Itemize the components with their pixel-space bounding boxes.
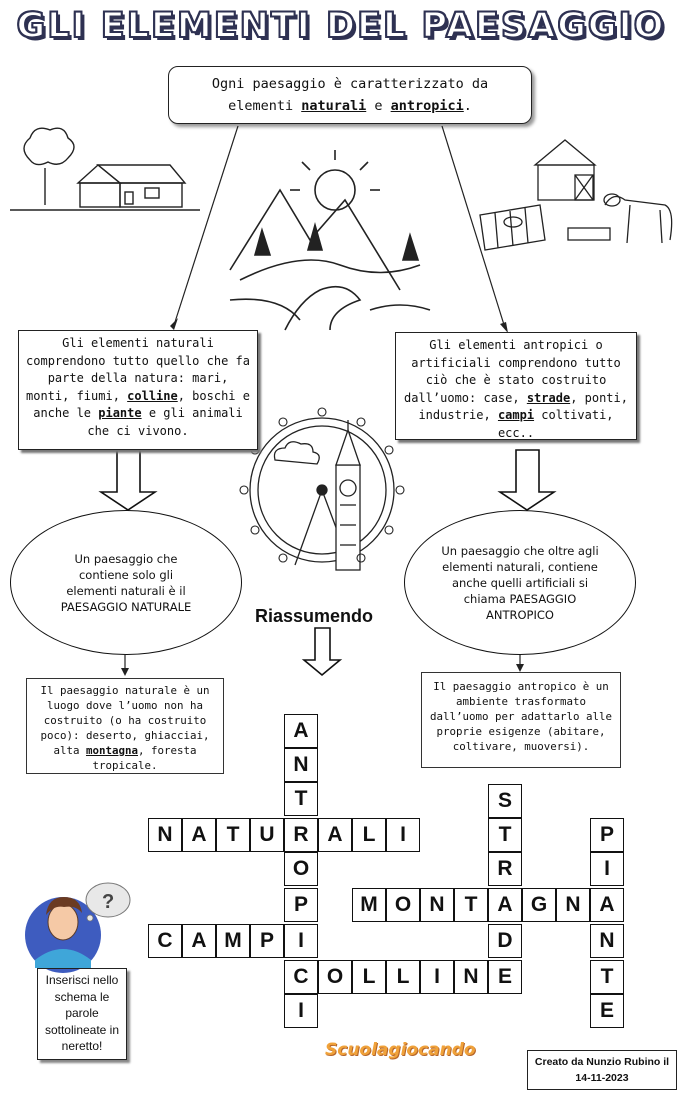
antropici-card: Gli elementi antropici o artificiali com… bbox=[395, 332, 637, 440]
crossword-cell: A bbox=[182, 818, 216, 852]
down-arrow-left bbox=[98, 449, 158, 511]
scuolagiocando-logo: Scuolagiocando bbox=[325, 1040, 476, 1060]
crossword-cell: A bbox=[590, 888, 624, 922]
intro-line2: elementi naturali e antropici. bbox=[169, 95, 531, 117]
crossword-cell: I bbox=[590, 852, 624, 886]
down-arrow-riassumendo bbox=[301, 627, 343, 677]
antropici-text-1: Gli elementi antropici o artificiali com… bbox=[404, 338, 621, 405]
intro-and: e bbox=[366, 98, 391, 114]
crossword-cell: I bbox=[284, 994, 318, 1028]
crossword-cell: L bbox=[352, 818, 386, 852]
credit-line1: Creato da Nunzio Rubino il bbox=[534, 1056, 670, 1068]
crossword-cell: C bbox=[148, 924, 182, 958]
word-antropici: antropici bbox=[390, 98, 464, 114]
word-naturali: naturali bbox=[301, 98, 367, 114]
crossword-cell: T bbox=[488, 818, 522, 852]
intro-box: Ogni paesaggio è caratterizzato da eleme… bbox=[168, 66, 532, 124]
crossword-cell: P bbox=[590, 818, 624, 852]
crossword-cell: M bbox=[352, 888, 386, 922]
credit-box: Creato da Nunzio Rubino il 14-11-2023 bbox=[527, 1050, 677, 1090]
word-campi: campi bbox=[497, 408, 535, 422]
farm-drawing bbox=[479, 139, 673, 251]
word-montagna: montagna bbox=[85, 744, 138, 757]
crossword-cell: M bbox=[216, 924, 250, 958]
riassumendo-heading: Riassumendo bbox=[255, 606, 374, 626]
ellipse-paesaggio-antropico: Un paesaggio che oltre agli elementi nat… bbox=[404, 510, 636, 655]
crossword-cell: S bbox=[488, 784, 522, 818]
page-title: GLI ELEMENTI DEL PAESAGGIO bbox=[16, 5, 666, 47]
crossword-cell: R bbox=[284, 818, 318, 852]
crossword-cell: T bbox=[590, 960, 624, 994]
naturali-text-1: Gli elementi naturali comprendono tutto … bbox=[26, 336, 250, 403]
ferris-wheel-drawing bbox=[249, 417, 395, 571]
crossword-cell: O bbox=[386, 888, 420, 922]
crossword-cell: T bbox=[454, 888, 488, 922]
crossword-cell: O bbox=[284, 852, 318, 886]
summary-antropico: Il paesaggio antropico è un ambiente tra… bbox=[421, 672, 621, 768]
naturali-text-2: , boschi e anche le bbox=[33, 388, 250, 421]
crossword-cell: N bbox=[590, 924, 624, 958]
summary-naturale-text-2: , foresta tropicale. bbox=[92, 744, 197, 772]
crossword-cell: A bbox=[488, 888, 522, 922]
ellipse-paesaggio-naturale: Un paesaggio che contiene solo gli eleme… bbox=[10, 510, 242, 655]
thinking-boy-illustration: ? bbox=[25, 882, 131, 973]
naturali-text-3: e gli animali che ci vivono. bbox=[87, 406, 243, 438]
mountain-landscape-drawing bbox=[229, 150, 431, 331]
antropici-text-2: , ponti, industrie, bbox=[418, 390, 628, 423]
ferris-wheel-cabins bbox=[239, 407, 405, 563]
summary-naturale: Il paesaggio naturale è un luogo dove l’… bbox=[26, 678, 224, 774]
crossword-cell: R bbox=[488, 852, 522, 886]
credit-line2: 14-11-2023 bbox=[575, 1072, 629, 1084]
crossword-cell: E bbox=[488, 960, 522, 994]
crossword-cell: E bbox=[590, 994, 624, 1028]
intro-end: . bbox=[463, 98, 472, 114]
crossword-cell: P bbox=[250, 924, 284, 958]
crossword-cell: O bbox=[318, 960, 352, 994]
crossword-cell: I bbox=[284, 924, 318, 958]
summary-naturale-text-1: Il paesaggio naturale è un luogo dove l’… bbox=[40, 684, 210, 757]
antropici-text-3: coltivati, ecc.. bbox=[497, 408, 614, 440]
intro-prefix: elementi bbox=[228, 98, 302, 114]
crossword-cell: A bbox=[182, 924, 216, 958]
crossword-cell: I bbox=[420, 960, 454, 994]
crossword-cell: L bbox=[386, 960, 420, 994]
word-strade: strade bbox=[526, 390, 571, 405]
crossword-cell: A bbox=[284, 714, 318, 748]
down-arrow-right bbox=[497, 449, 557, 511]
word-piante: piante bbox=[98, 406, 142, 420]
crossword-cell: N bbox=[556, 888, 590, 922]
house-drawing bbox=[10, 127, 200, 211]
crossword-cell: N bbox=[284, 748, 318, 782]
instruction-box: Inserisci nello schema le parole sottoli… bbox=[37, 968, 127, 1060]
naturali-card: Gli elementi naturali comprendono tutto … bbox=[18, 330, 258, 450]
crossword-cell: T bbox=[216, 818, 250, 852]
crossword-cell: G bbox=[522, 888, 556, 922]
crossword-cell: A bbox=[318, 818, 352, 852]
crossword-cell: D bbox=[488, 924, 522, 958]
word-colline: colline bbox=[127, 388, 178, 403]
crossword-cell: T bbox=[284, 782, 318, 816]
crossword-cell: P bbox=[284, 888, 318, 922]
intro-line1: Ogni paesaggio è caratterizzato da bbox=[211, 76, 489, 92]
crossword-cell: L bbox=[352, 960, 386, 994]
crossword-cell: N bbox=[420, 888, 454, 922]
crossword-cell: C bbox=[284, 960, 318, 994]
crossword-cell: I bbox=[386, 818, 420, 852]
crossword-cell: N bbox=[148, 818, 182, 852]
crossword-cell: U bbox=[250, 818, 284, 852]
crossword-cell: N bbox=[454, 960, 488, 994]
svg-text:?: ? bbox=[102, 891, 114, 913]
